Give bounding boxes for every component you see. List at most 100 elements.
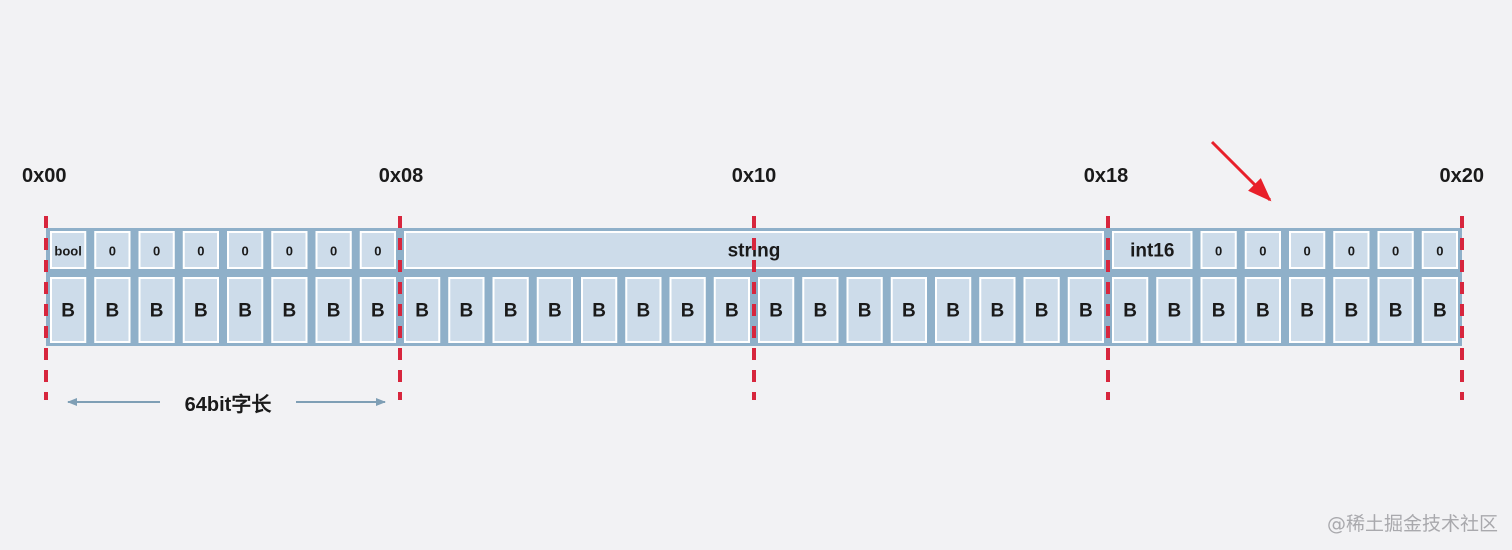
byte-cell-label: B: [637, 301, 651, 322]
field-cell-label: 0: [330, 244, 337, 259]
byte-cell: [227, 277, 264, 343]
byte-cell-label: B: [150, 301, 164, 322]
field-cell-label: 0: [1304, 244, 1311, 259]
byte-cell-label: B: [504, 301, 518, 322]
byte-cell-label: B: [902, 301, 916, 322]
byte-cell: [404, 277, 441, 343]
field-cell-label: 0: [153, 244, 160, 259]
field-cell-label: 0: [109, 244, 116, 259]
field-cell-label: 0: [1215, 244, 1222, 259]
field-cell: [50, 231, 87, 269]
field-cell-label: 0: [1392, 244, 1399, 259]
byte-cell-label: B: [1256, 301, 1270, 322]
address-label-0x10: 0x10: [732, 165, 777, 187]
byte-cell-label: B: [61, 301, 75, 322]
field-cell-label: 0: [1436, 244, 1443, 259]
byte-cell-label: B: [1212, 301, 1226, 322]
byte-cell: [1156, 277, 1193, 343]
field-cell: [94, 231, 131, 269]
byte-cell-label: B: [460, 301, 474, 322]
field-cell: [1112, 231, 1193, 269]
byte-cell-label: B: [592, 301, 606, 322]
byte-cell: [1067, 277, 1104, 343]
field-cell-label: int16: [1130, 241, 1174, 262]
field-cell: [359, 231, 396, 269]
field-cell: [1421, 231, 1458, 269]
byte-cell: [492, 277, 529, 343]
byte-cell: [271, 277, 308, 343]
address-label-0x08: 0x08: [379, 165, 424, 187]
byte-cell-label: B: [1123, 301, 1137, 322]
byte-cell-label: B: [283, 301, 297, 322]
byte-cell: [182, 277, 219, 343]
field-cell: [1333, 231, 1370, 269]
watermark: @稀土掘金技术社区: [1326, 513, 1498, 535]
byte-cell: [448, 277, 485, 343]
field-cell-label: bool: [54, 244, 81, 259]
byte-cell-label: B: [1300, 301, 1314, 322]
byte-cell-label: B: [327, 301, 341, 322]
byte-cell-label: B: [681, 301, 695, 322]
byte-cell: [1333, 277, 1370, 343]
field-cell-label: 0: [197, 244, 204, 259]
byte-cell: [50, 277, 87, 343]
byte-cell: [581, 277, 618, 343]
highlight-arrow: [1210, 140, 1272, 202]
byte-cell: [1289, 277, 1326, 343]
field-cell: [1200, 231, 1237, 269]
field-cell: [1244, 231, 1281, 269]
field-cell-label: 0: [374, 244, 381, 259]
address-label-0x00: 0x00: [22, 165, 67, 187]
byte-cell: [1377, 277, 1414, 343]
field-cell: [182, 231, 219, 269]
field-cell-label: 0: [242, 244, 249, 259]
byte-cell: [94, 277, 131, 343]
byte-cell-label: B: [991, 301, 1005, 322]
byte-cell-label: B: [1389, 301, 1403, 322]
field-cell-label: string: [728, 241, 781, 262]
byte-cell: [802, 277, 839, 343]
byte-cell-label: B: [415, 301, 429, 322]
byte-cell: [669, 277, 706, 343]
byte-cell: [935, 277, 972, 343]
field-cell-label: 0: [286, 244, 293, 259]
byte-cell-label: B: [814, 301, 828, 322]
field-cell: [1289, 231, 1326, 269]
field-cell: [227, 231, 264, 269]
byte-cell: [625, 277, 662, 343]
byte-cell: [536, 277, 573, 343]
address-label-0x18: 0x18: [1084, 165, 1129, 187]
field-cell-label: 0: [1348, 244, 1355, 259]
byte-cell: [758, 277, 795, 343]
byte-cell: [1200, 277, 1237, 343]
byte-cell-label: B: [1345, 301, 1359, 322]
byte-cell-label: B: [371, 301, 385, 322]
byte-cell: [315, 277, 352, 343]
byte-cell-label: B: [1079, 301, 1093, 322]
field-cell: [138, 231, 175, 269]
byte-cell-label: B: [1035, 301, 1049, 322]
word-boundaries: [44, 216, 1464, 400]
byte-cell: [979, 277, 1016, 343]
field-cell: [315, 231, 352, 269]
byte-cell-label: B: [238, 301, 252, 322]
byte-cell: [359, 277, 396, 343]
address-label-0x20: 0x20: [1440, 165, 1485, 187]
byte-cell: [713, 277, 750, 343]
byte-cell: [1244, 277, 1281, 343]
byte-cell-label: B: [858, 301, 872, 322]
byte-cell-label: B: [725, 301, 739, 322]
byte-cell-label: B: [194, 301, 208, 322]
byte-cell-label: B: [1433, 301, 1447, 322]
byte-cell: [1421, 277, 1458, 343]
byte-cell-label: B: [548, 301, 562, 322]
field-cell-label: 0: [1259, 244, 1266, 259]
byte-cell-label: B: [106, 301, 120, 322]
byte-cell-label: B: [1168, 301, 1182, 322]
byte-cell: [1023, 277, 1060, 343]
byte-cell-label: B: [946, 301, 960, 322]
byte-cell: [846, 277, 883, 343]
word-size-label: 64bit字长: [185, 392, 273, 416]
